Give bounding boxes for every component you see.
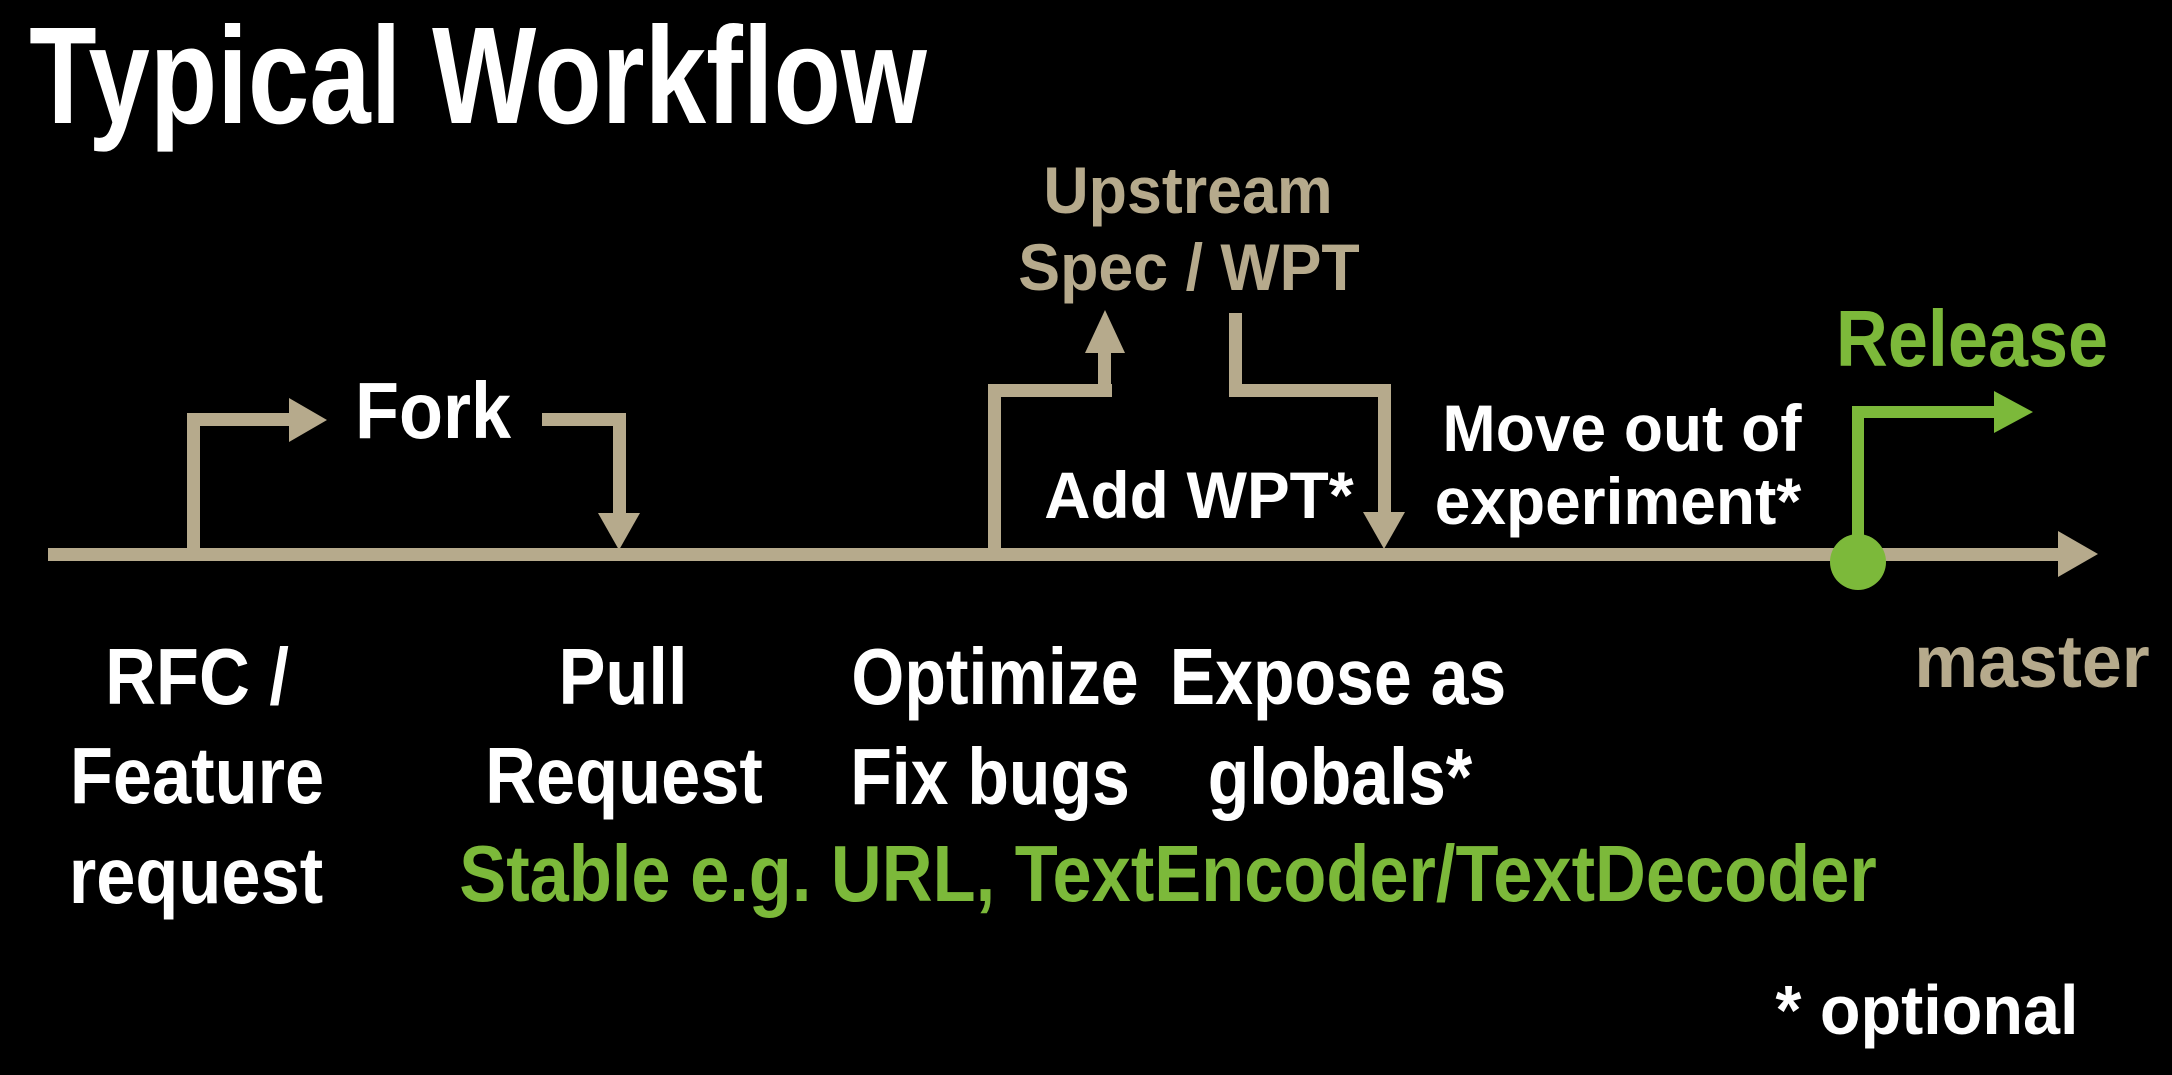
move-out-label-line1: Move out of <box>1442 391 1802 465</box>
expose-label-line2: globals* <box>1207 732 1473 821</box>
page-title: Typical Workflow <box>29 0 927 153</box>
fork-branch-arrowhead-icon <box>598 513 640 550</box>
pull-request-label-line2: Request <box>485 731 763 820</box>
optimize-label-line1: Optimize <box>851 632 1139 721</box>
fork-label: Fork <box>354 366 512 455</box>
upstream-down-vertical-bottom <box>1378 384 1391 512</box>
rfc-label-line1: RFC / <box>105 632 289 721</box>
pull-request-label-line1: Pull <box>558 632 688 721</box>
optimize-label-line2: Fix bugs <box>850 732 1130 821</box>
release-commit-dot <box>1830 534 1886 590</box>
rfc-branch-vertical <box>187 413 200 548</box>
upstream-down-horizontal <box>1229 384 1391 397</box>
fork-branch-vertical <box>613 413 626 513</box>
rfc-label-line3: request <box>68 831 324 920</box>
add-wpt-label: Add WPT* <box>1044 458 1354 532</box>
upstream-label-line2: Spec / WPT <box>1018 230 1360 304</box>
optional-footnote: * optional <box>1775 971 2079 1049</box>
rfc-branch-horizontal <box>187 413 289 426</box>
stable-examples-label: Stable e.g. URL, TextEncoder/TextDecoder <box>459 829 1877 918</box>
master-label: master <box>1914 620 2150 703</box>
upstream-up-arrowhead-icon <box>1085 310 1125 353</box>
release-branch-vertical <box>1852 408 1864 562</box>
fork-branch-horizontal <box>542 413 626 426</box>
timeline-arrowhead-icon <box>2058 531 2098 577</box>
expose-label-line1: Expose as <box>1169 632 1507 721</box>
release-branch-arrowhead-icon <box>1994 391 2033 433</box>
upstream-down-arrowhead-icon <box>1363 512 1405 549</box>
rfc-label-line2: Feature <box>69 731 325 820</box>
timeline-line <box>48 548 2058 561</box>
release-branch-horizontal <box>1852 406 1994 418</box>
upstream-label-line1: Upstream <box>1043 153 1333 227</box>
release-label: Release <box>1835 294 2109 383</box>
upstream-up-horizontal <box>988 384 1112 397</box>
move-out-label-line2: experiment* <box>1434 464 1802 538</box>
upstream-up-shaft <box>1098 350 1111 397</box>
upstream-down-vertical-top <box>1229 313 1242 397</box>
upstream-up-vertical <box>988 384 1001 548</box>
rfc-branch-arrowhead-icon <box>289 398 327 442</box>
